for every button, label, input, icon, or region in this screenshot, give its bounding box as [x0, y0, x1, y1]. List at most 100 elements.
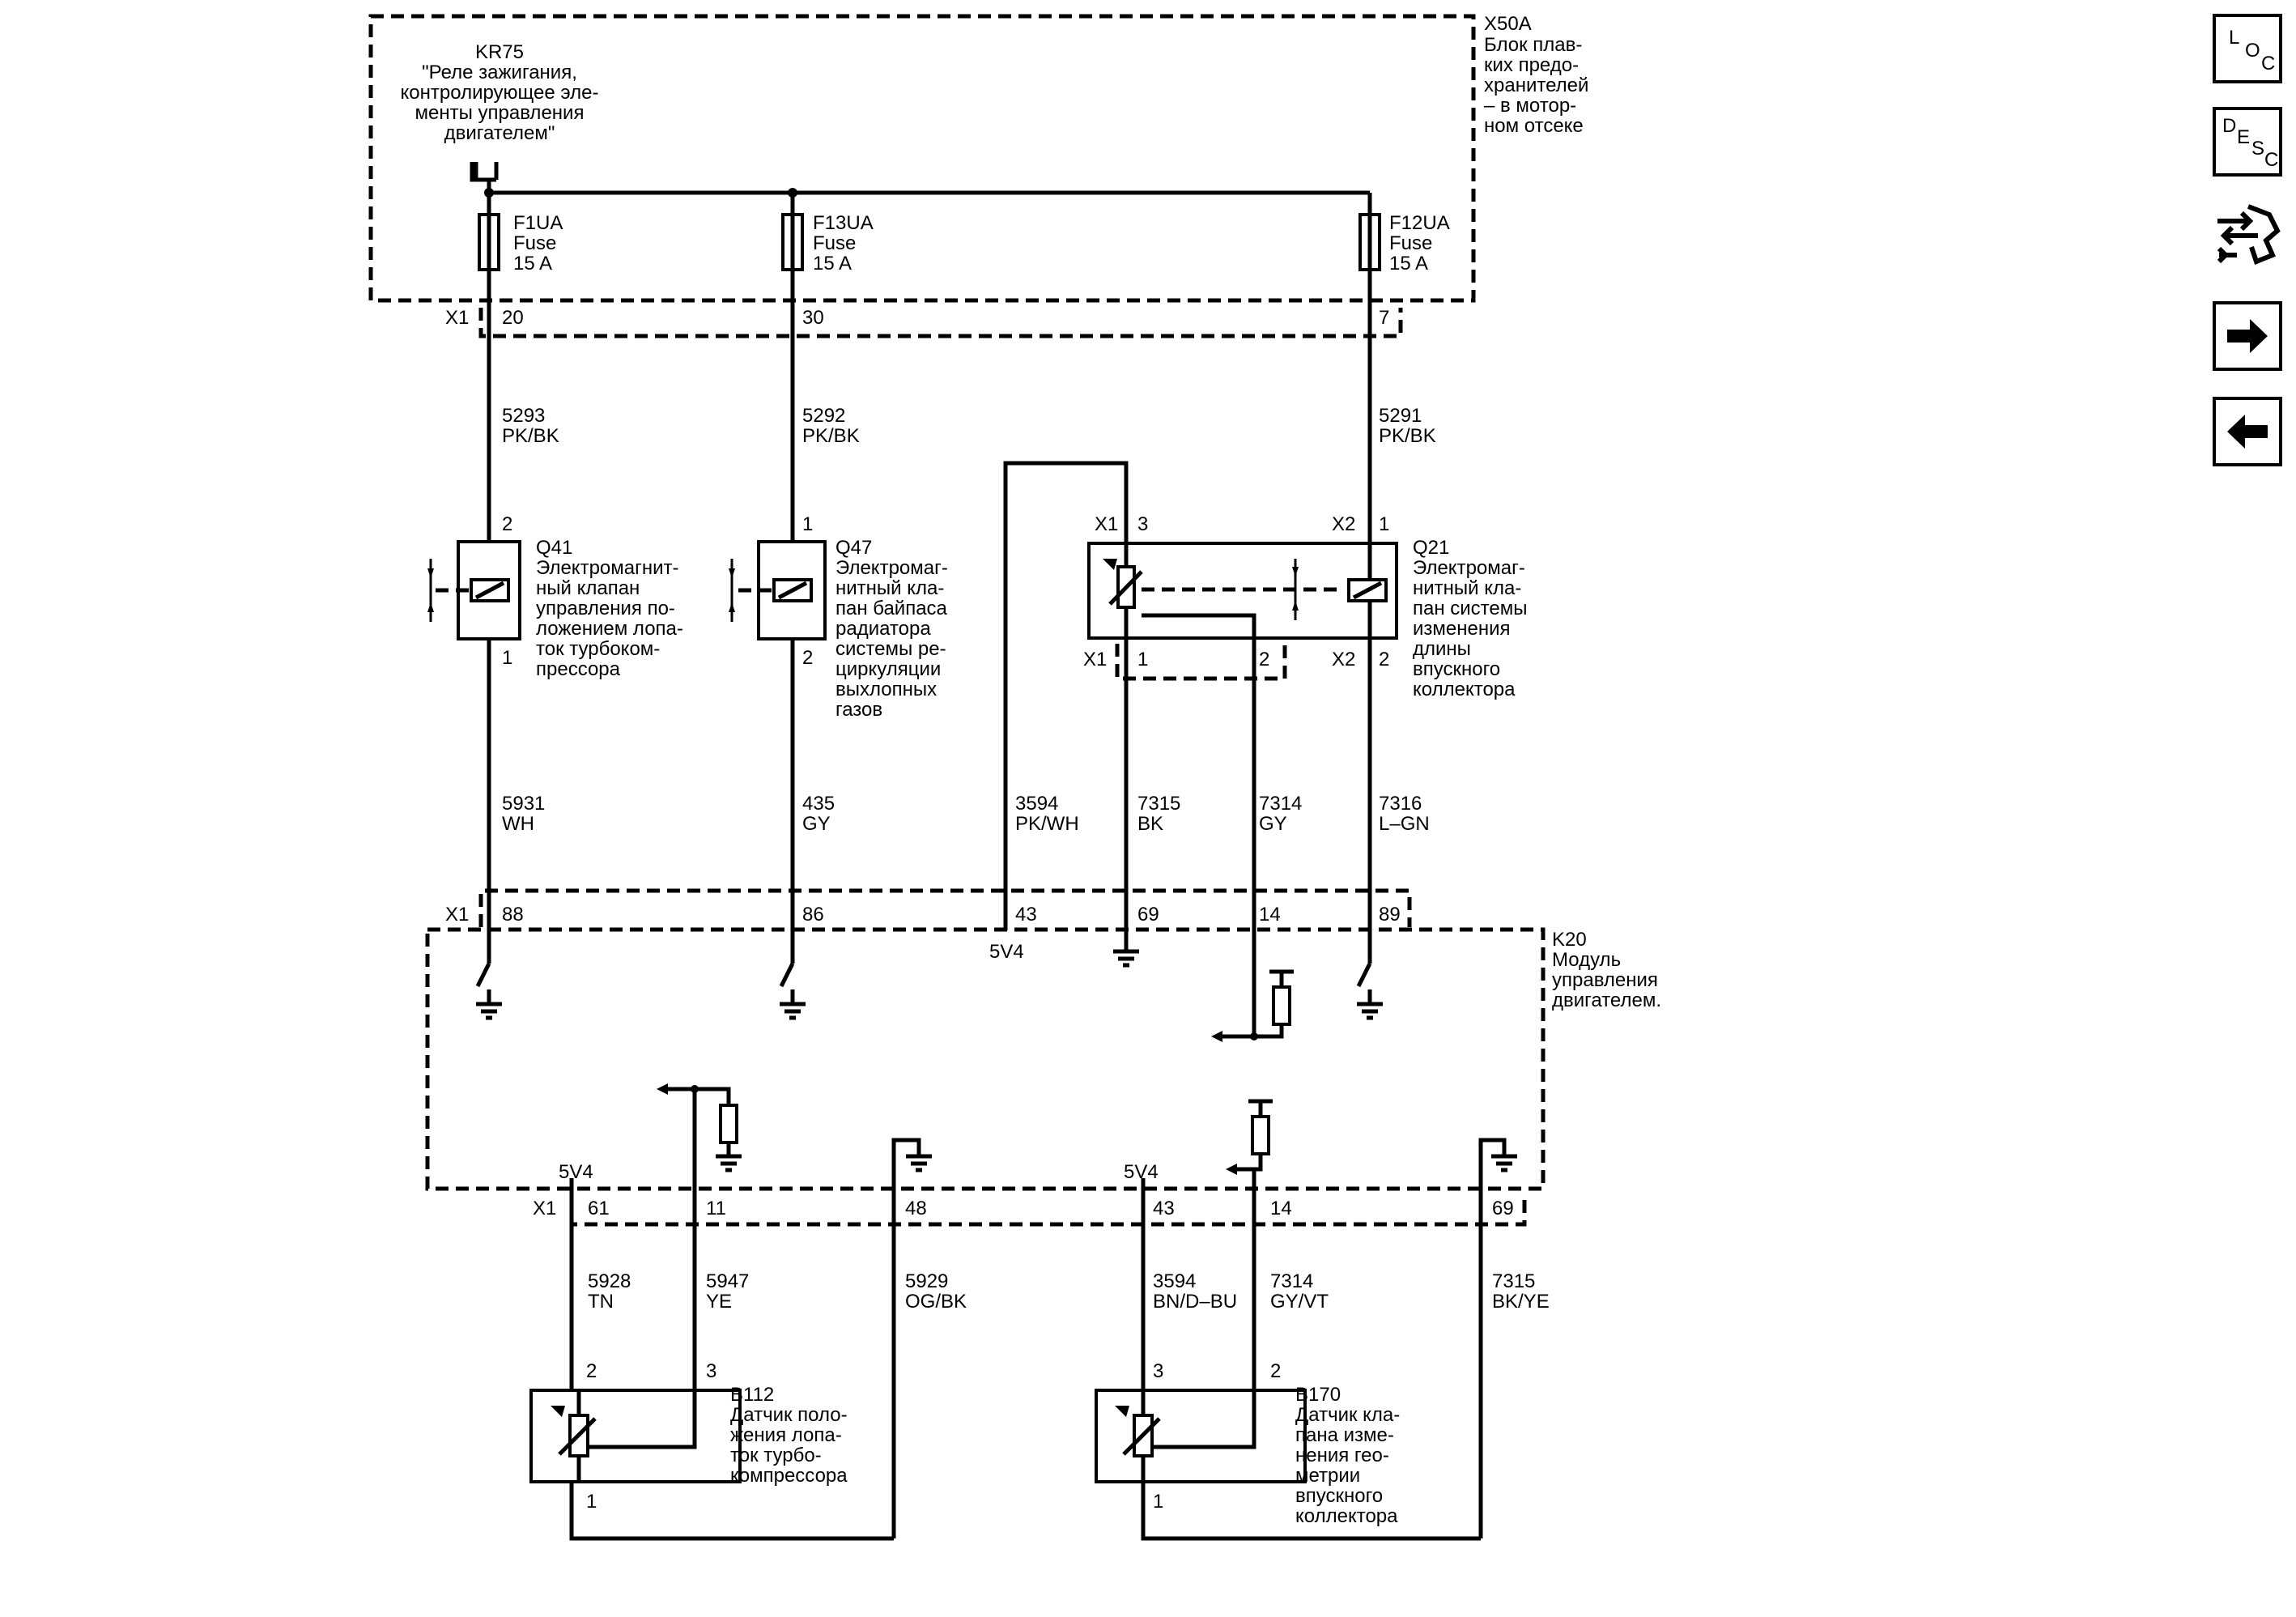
component-desc: Электромагнит-: [536, 557, 679, 579]
signal-arrow-icon: [657, 1083, 668, 1095]
fuse-block-x50a: X50A Блок плав- ких предо- хранителей – …: [368, 13, 1588, 303]
component-desc: циркуляции: [835, 658, 941, 680]
fuse-rating: 15 A: [1389, 253, 1428, 274]
solenoid-coil-icon: [777, 581, 808, 600]
resistor-icon: [1272, 985, 1291, 1026]
ecm-outline: [425, 927, 1546, 1191]
component-desc: коллектора: [1295, 1505, 1398, 1527]
desc-button[interactable]: D E S C: [2213, 107, 2282, 177]
fuse-id: F12UA: [1389, 212, 1450, 234]
pin-label: 88: [502, 904, 524, 926]
wire-circuit: 5928: [588, 1270, 631, 1292]
connector-x1-k20-bottom: X1 61 11 48 43 14 69: [533, 1197, 1527, 1227]
wire-color: BN/D–BU: [1153, 1291, 1237, 1313]
position-sensor-icon: [1115, 1406, 1129, 1417]
fuse-block-desc-1: Блок плав-: [1484, 34, 1582, 56]
loc-letter: L: [2229, 27, 2240, 49]
pin-label: 1: [586, 1491, 597, 1513]
ground-icon: [891, 1138, 932, 1538]
fuse-id: F13UA: [813, 212, 874, 234]
connector-label: X1: [533, 1198, 556, 1219]
wire-color: PK/BK: [502, 425, 559, 447]
fuse-block-desc-2: ких предо-: [1484, 54, 1579, 76]
signal-arrow-icon: [1226, 1164, 1237, 1175]
component-desc: пан байпаса: [835, 598, 948, 619]
wire-color: TN: [588, 1291, 614, 1313]
fuse-f1ua: F1UA Fuse 15 A: [478, 212, 563, 274]
solenoid-coil-icon: [1352, 581, 1383, 600]
component-desc: жения лопа-: [730, 1424, 842, 1446]
resistor-icon: [719, 1104, 738, 1144]
next-page-button[interactable]: [2213, 301, 2282, 371]
component-id: B170: [1295, 1384, 1341, 1406]
connector-tool-icon[interactable]: [2213, 198, 2282, 268]
wire-3594-loop: [1003, 461, 1129, 930]
pin-label: 20: [502, 307, 524, 329]
fuse-block-id: X50A: [1484, 13, 1532, 35]
wire-color: BK/YE: [1492, 1291, 1550, 1313]
desc-letter: C: [2264, 149, 2279, 171]
pin-label: 1: [502, 647, 512, 669]
relay-desc-2: контролирующее эле-: [401, 82, 599, 104]
ground-icon: [1478, 1138, 1517, 1538]
solenoid-q47: 1 2 Q47 Электромаг- нитный кла- пан байп…: [729, 513, 948, 721]
resistor-icon: [1251, 1115, 1270, 1155]
pin-label: 1: [1153, 1491, 1163, 1513]
component-desc: впускного: [1413, 658, 1500, 680]
component-id: Q41: [536, 537, 572, 559]
loc-button[interactable]: L O C: [2213, 14, 2282, 83]
wire-color: YE: [706, 1291, 732, 1313]
component-desc: пана изме-: [1295, 1424, 1394, 1446]
pullup-input: [1211, 969, 1294, 1042]
component-desc: Электромаг-: [1413, 557, 1525, 579]
pin-label: 3: [1137, 513, 1148, 535]
sensor-leads: [1141, 1390, 1256, 1482]
component-desc: Датчик поло-: [730, 1404, 848, 1426]
component-desc: двигателем.: [1552, 989, 1661, 1011]
component-desc: радиатора: [835, 618, 931, 640]
component-id: Q47: [835, 537, 872, 559]
prev-page-button[interactable]: [2213, 397, 2282, 466]
pin-label: 14: [1259, 904, 1281, 926]
fuse-block-desc-5: ном отсеке: [1484, 115, 1584, 137]
component-desc: впускного: [1295, 1485, 1383, 1507]
component-id: Q21: [1413, 537, 1449, 559]
wire-circuit: 3594: [1015, 793, 1058, 815]
solenoid-q21: X1 3 X2 1 X1 1 2 X2 2 Q21 Электромаг- ни…: [1003, 461, 1528, 930]
sensor-b112: 2 3 1 B112 Датчик поло- жения лопа- ток …: [529, 1360, 848, 1513]
loc-letter: C: [2261, 53, 2276, 74]
pin-label: 89: [1379, 904, 1401, 926]
wire-circuit: 3594: [1153, 1270, 1196, 1292]
solenoid-q41: 2 1 Q41 Электромагнит- ный клапан управл…: [427, 513, 683, 680]
ref-voltage-label: 5V4: [559, 1161, 593, 1183]
component-desc: ный клапан: [536, 577, 640, 599]
sensor-lead: [1142, 613, 1256, 638]
pin-label: 2: [1259, 649, 1269, 670]
relay-desc-4: двигателем": [444, 122, 555, 144]
fuse-f12ua: F12UA Fuse 15 A: [1358, 212, 1450, 274]
connector-label: X2: [1332, 649, 1355, 670]
ground-icon: [1113, 939, 1139, 968]
ecm-k20: X1 88 86 43 69 14 89 5V4 K20 Модуль упра…: [425, 888, 1661, 1191]
component-id: B112: [730, 1384, 774, 1406]
wire-circuit: 7315: [1137, 793, 1180, 815]
connector-label: X1: [445, 904, 469, 926]
wire-circuit: 7314: [1270, 1270, 1313, 1292]
relay-desc-3: менты управления: [415, 102, 585, 124]
pin-label: 48: [905, 1198, 927, 1219]
fuse-rating: 15 A: [513, 253, 552, 274]
component-desc: нения гео-: [1295, 1445, 1389, 1466]
component-desc: управления: [1552, 969, 1658, 991]
component-desc: коллектора: [1413, 679, 1516, 700]
component-desc: Датчик кла-: [1295, 1404, 1400, 1426]
wire-5929: [569, 1482, 894, 1541]
component-desc: ток турбоком-: [536, 638, 660, 660]
solenoid-coil-icon: [474, 581, 505, 600]
component-desc: метрии: [1295, 1465, 1360, 1487]
connector-tool-icon: [2217, 204, 2281, 265]
arrow-right-icon: [2227, 319, 2268, 353]
pin-label: 43: [1153, 1198, 1175, 1219]
pin-label: 1: [1379, 513, 1389, 535]
ref-voltage-label: 5V4: [989, 941, 1024, 963]
